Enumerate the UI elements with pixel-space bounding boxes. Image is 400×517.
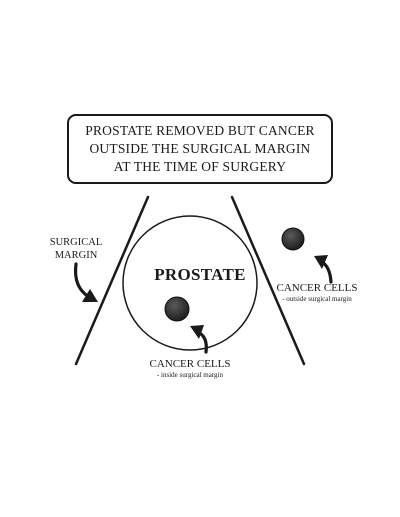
cancer-cells-outside-subtitle: - outside surgical margin [282,295,352,303]
cancer-cells-outside-label: CANCER CELLS - outside surgical margin [262,282,372,304]
surgical-margin-label-line-1: SURGICAL [49,237,103,248]
cancer-cell-outside [281,227,305,251]
title-line-3: AT THE TIME OF SURGERY [113,159,287,174]
surgical-margin-line-right [230,195,306,366]
title-line-1: PROSTATE REMOVED BUT CANCER [85,123,315,138]
title-line-2: OUTSIDE THE SURGICAL MARGIN [89,141,311,156]
cancer-cells-outside-title: CANCER CELLS [276,282,358,294]
prostate-label: PROSTATE [154,265,246,284]
cancer-cells-inside-title: CANCER CELLS [149,358,231,370]
cancer-inside-arrow [190,325,208,354]
cancer-cells-inside-subtitle: - inside surgical margin [156,371,224,379]
cancer-cell-inside [164,296,190,322]
surgical-margin-label-line-2: MARGIN [54,250,98,261]
surgical-margin-arrow [73,262,98,302]
surgical-margin-line-left [74,195,150,366]
surgical-margin-label: SURGICAL MARGIN [46,236,106,262]
cancer-cells-inside-label: CANCER CELLS - inside surgical margin [135,358,245,380]
title-box: PROSTATE REMOVED BUT CANCER OUTSIDE THE … [67,114,333,184]
prostate-circle [122,215,258,351]
cancer-outside-arrow [314,255,333,284]
